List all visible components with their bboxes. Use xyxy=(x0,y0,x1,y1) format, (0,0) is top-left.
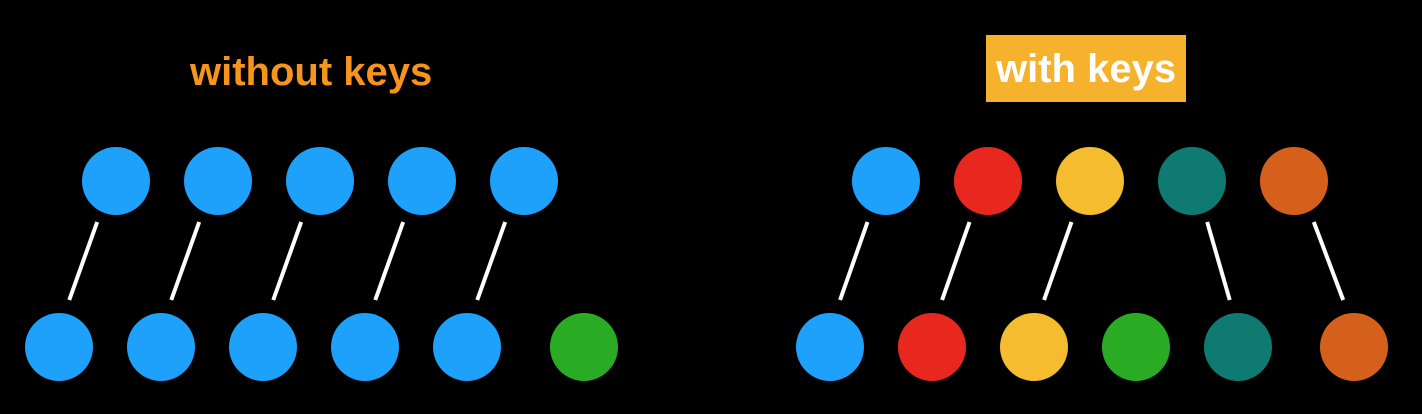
without-keys-top-node-4 xyxy=(388,147,456,215)
with-keys-bottom-node-2 xyxy=(898,313,966,381)
with-keys-link-3 xyxy=(1042,221,1074,301)
with-keys-top-node-1 xyxy=(852,147,920,215)
with-keys-bottom-node-6 xyxy=(1320,313,1388,381)
with-keys-bottom-node-3 xyxy=(1000,313,1068,381)
without-keys-link-1 xyxy=(67,221,100,301)
with-keys-link-2 xyxy=(940,221,972,301)
without-keys-link-5 xyxy=(475,221,508,301)
title-without-keys: without keys xyxy=(190,50,433,94)
without-keys-bottom-node-2 xyxy=(127,313,195,381)
without-keys-bottom-node-6 xyxy=(550,313,618,381)
with-keys-link-5 xyxy=(1311,221,1346,301)
without-keys-bottom-node-5 xyxy=(433,313,501,381)
without-keys-bottom-node-4 xyxy=(331,313,399,381)
nodes-layer xyxy=(25,147,1388,381)
without-keys-top-node-1 xyxy=(82,147,150,215)
without-keys-link-3 xyxy=(271,221,304,301)
without-keys-bottom-node-1 xyxy=(25,313,93,381)
without-keys-link-2 xyxy=(169,221,202,301)
without-keys-top-node-5 xyxy=(490,147,558,215)
with-keys-link-4 xyxy=(1205,221,1232,301)
links-layer xyxy=(67,221,1346,301)
without-keys-top-node-2 xyxy=(184,147,252,215)
with-keys-bottom-node-5 xyxy=(1204,313,1272,381)
without-keys-top-node-3 xyxy=(286,147,354,215)
without-keys-bottom-node-3 xyxy=(229,313,297,381)
with-keys-top-node-2 xyxy=(954,147,1022,215)
with-keys-bottom-node-1 xyxy=(796,313,864,381)
without-keys-link-4 xyxy=(373,221,406,301)
with-keys-top-node-5 xyxy=(1260,147,1328,215)
with-keys-top-node-3 xyxy=(1056,147,1124,215)
with-keys-top-node-4 xyxy=(1158,147,1226,215)
title-with-keys: with keys xyxy=(986,35,1187,102)
with-keys-bottom-node-4 xyxy=(1102,313,1170,381)
with-keys-link-1 xyxy=(838,221,870,301)
